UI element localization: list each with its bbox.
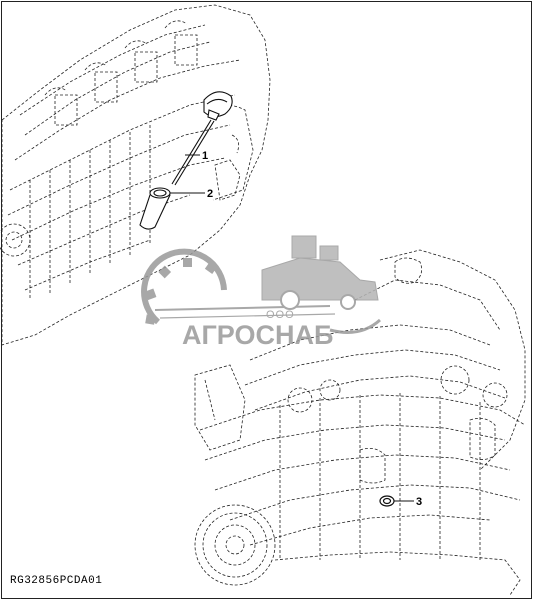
gear-logo-icon bbox=[141, 248, 227, 325]
callout-1: 1 bbox=[202, 150, 208, 162]
callout-3: 3 bbox=[416, 496, 422, 508]
watermark-brand: АГРОСНАБ bbox=[182, 320, 333, 350]
plug-part-3 bbox=[379, 495, 395, 507]
watermark-prefix: ООО bbox=[266, 309, 295, 321]
agrosnab-watermark: ООО АГРОСНАБ bbox=[141, 235, 382, 350]
dipstick-tube-part-2 bbox=[139, 187, 171, 230]
upper-engine-drawing bbox=[0, 4, 271, 346]
harvester-logo-icon bbox=[261, 235, 379, 301]
figure-caption: RG32856PCDA01 bbox=[10, 575, 102, 587]
callout-2: 2 bbox=[207, 188, 213, 200]
dipstick-part-1 bbox=[171, 91, 233, 186]
lower-engine-drawing bbox=[194, 249, 526, 596]
